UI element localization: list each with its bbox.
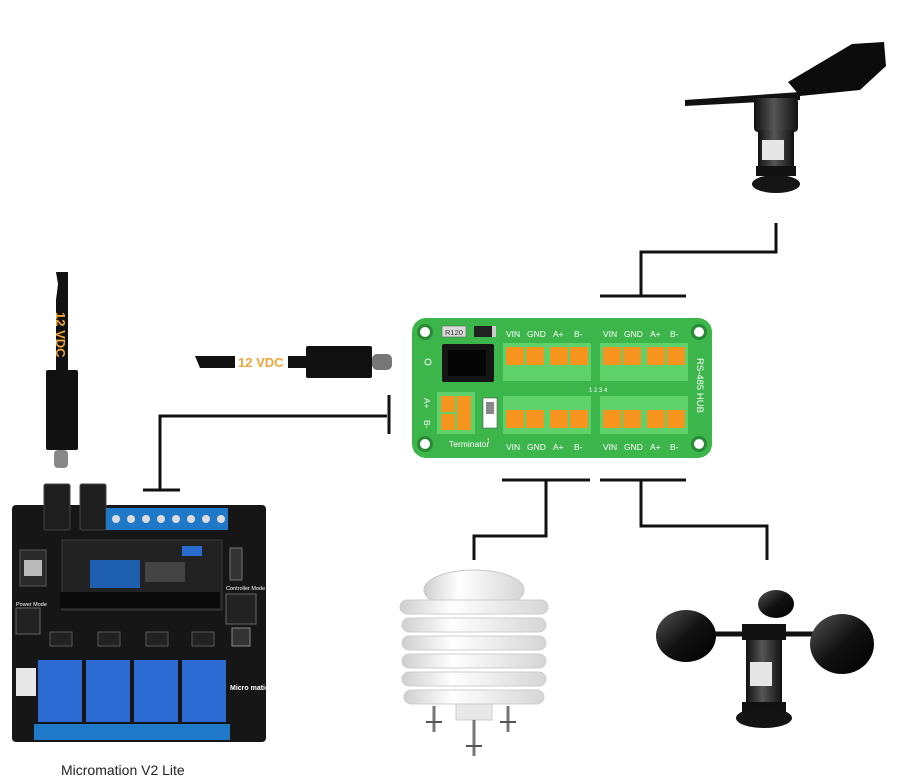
svg-text:A+: A+ xyxy=(553,442,564,452)
hub-top-right-pins: VIN GND A+ B- xyxy=(603,329,679,339)
silk-brand: Micro mation xyxy=(230,685,274,692)
hub-terminator-arrow: ↑ xyxy=(486,435,490,445)
line-hub-to-wind-vane xyxy=(639,223,778,296)
hub-top-left-pins: VIN GND A+ B- xyxy=(506,329,583,339)
line-hub-to-shield-sensor xyxy=(472,480,548,560)
hub-bottom-right-pins: VIN GND A+ B- xyxy=(603,442,679,452)
controller-board: Power Mode Controller Mode Micro mation xyxy=(12,483,274,742)
vertical-power-cable: 12 VDC xyxy=(46,272,78,468)
svg-text:A+: A+ xyxy=(553,329,564,339)
svg-text:B-: B- xyxy=(574,329,583,339)
vertical-power-label: 12 VDC xyxy=(53,312,68,358)
hub-bottom-left-pins: VIN GND A+ B- xyxy=(506,442,583,452)
hub-title: RS-485 HUB xyxy=(694,358,705,413)
svg-text:GND: GND xyxy=(624,329,643,339)
svg-text:GND: GND xyxy=(624,442,643,452)
hub-side-terminal: A+ B- xyxy=(422,392,475,434)
svg-text:VIN: VIN xyxy=(506,442,520,452)
hub-resistor-label: R120 xyxy=(445,328,463,337)
relay-bank xyxy=(38,660,226,722)
hub-side-a-label: A+ xyxy=(422,398,432,409)
svg-text:B-: B- xyxy=(574,442,583,452)
hub-side-b-label: B- xyxy=(422,420,432,429)
svg-text:VIN: VIN xyxy=(506,329,520,339)
svg-text:VIN: VIN xyxy=(603,329,617,339)
svg-text:VIN: VIN xyxy=(603,442,617,452)
hub-bottom-terminals xyxy=(503,396,688,434)
controller-caption: Micromation V2 Lite xyxy=(61,762,185,778)
svg-text:B-: B- xyxy=(670,329,679,339)
anemometer-sensor xyxy=(656,590,874,728)
line-hub-to-anemometer xyxy=(639,480,769,560)
silk-controller-mode: Controller Mode xyxy=(226,586,265,592)
svg-text:A+: A+ xyxy=(650,442,661,452)
svg-text:B-: B- xyxy=(670,442,679,452)
wind-vane-sensor xyxy=(685,42,886,193)
svg-text:GND: GND xyxy=(527,442,546,452)
radiation-shield-sensor xyxy=(399,569,549,756)
hub-top-terminals xyxy=(503,343,688,381)
hub-center-marks: 1 2 3 4 xyxy=(589,388,608,394)
horizontal-power-cable: 12 VDC xyxy=(195,346,392,378)
hub-terminator-label: Terminator xyxy=(449,439,489,449)
connection-lines xyxy=(143,223,778,560)
svg-text:A+: A+ xyxy=(650,329,661,339)
svg-text:GND: GND xyxy=(527,329,546,339)
horizontal-power-label: 12 VDC xyxy=(238,355,284,370)
rs485-hub-board: R120 VIN GND A+ B- VIN GND A+ B- xyxy=(412,318,712,458)
silk-power-mode: Power Mode xyxy=(16,602,47,608)
line-controller-to-hub xyxy=(158,414,387,490)
